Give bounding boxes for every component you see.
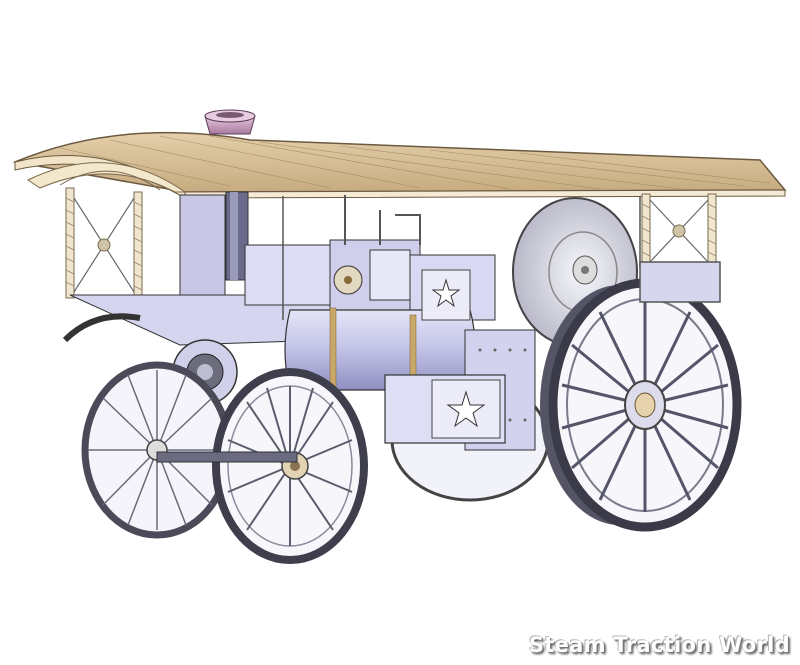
cab-frame — [282, 196, 721, 320]
front-wheel-near — [212, 368, 368, 564]
watermark-text: Steam Traction World — [528, 633, 790, 657]
canopy-roof — [12, 131, 787, 199]
rear-drive-wheel — [540, 278, 742, 532]
front-axle — [156, 451, 298, 463]
canopy-posts — [65, 187, 717, 303]
engine-body — [62, 194, 536, 451]
canopy-front-arch — [26, 162, 187, 193]
front-wheel-back — [81, 361, 233, 539]
chimney — [204, 109, 256, 281]
